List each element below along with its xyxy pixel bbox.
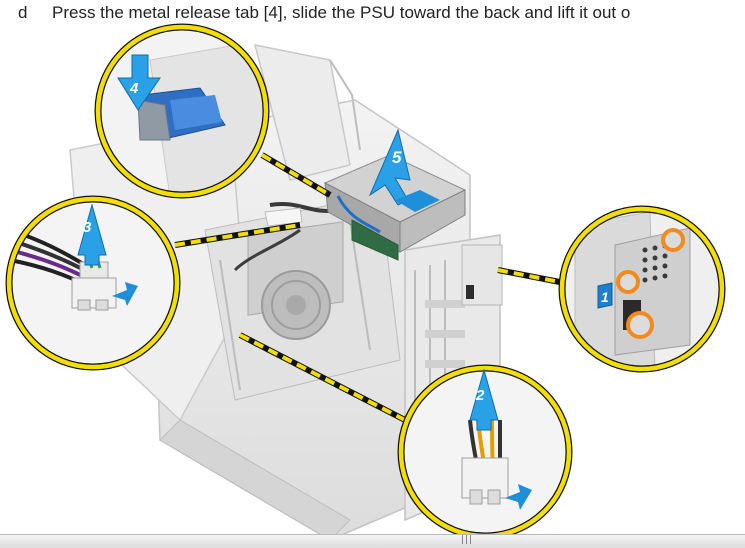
step-instruction: d Press the metal release tab [4], slide… [0, 0, 745, 30]
callout-release-tab: 4 [94, 23, 270, 199]
callout-number-2: 2 [475, 387, 485, 404]
callout-screws-1: 1 [558, 205, 726, 373]
press-arrow-icon [112, 282, 138, 306]
arrow-4-icon: 4 [117, 54, 161, 111]
press-arrow-icon [505, 484, 532, 510]
screw-icon [616, 228, 685, 339]
resize-grip-icon[interactable]: ||| [461, 535, 474, 545]
callout-leaders [174, 152, 566, 423]
badge-1-icon: 1 [597, 282, 613, 309]
callout-cable-3: 3 [5, 195, 181, 371]
arrow-3-icon: 3 [77, 203, 107, 266]
power-supply-unit [323, 154, 467, 261]
arrow-2-icon: 2 [469, 368, 499, 431]
callout-cable-2: 2 [397, 364, 573, 540]
callout-number-1: 1 [601, 289, 609, 305]
status-bar: ||| [0, 534, 745, 548]
callout-number-5: 5 [392, 148, 402, 167]
callout-number-4: 4 [129, 80, 139, 97]
callout-number-3: 3 [83, 219, 92, 236]
cpu-fan [247, 221, 344, 340]
arrow-5-icon: 5 [368, 128, 440, 212]
step-letter: d [18, 3, 28, 22]
step-text: Press the metal release tab [4], slide t… [52, 3, 631, 22]
